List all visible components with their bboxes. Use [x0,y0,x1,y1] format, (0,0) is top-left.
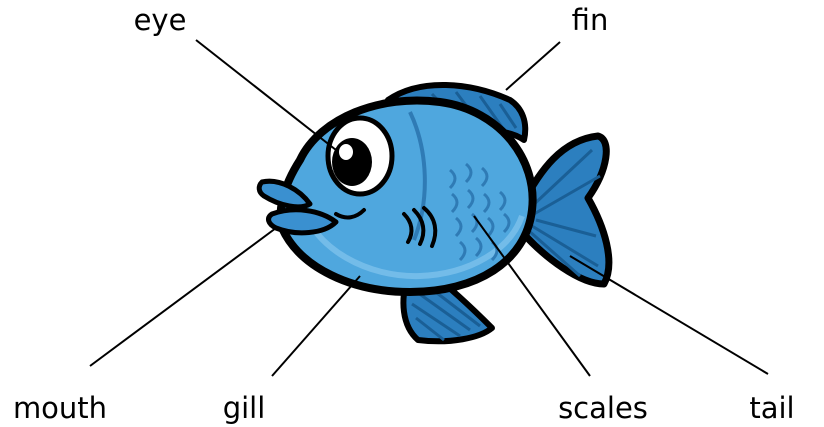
gill-leader-line [272,276,360,376]
body-shape [281,100,533,292]
label-scales: scales [558,391,648,425]
eye-shape [328,118,392,194]
label-tail: tail [749,391,794,425]
tail-leader-line [570,256,768,374]
fin-leader-line [506,42,560,90]
label-eye: eye [134,3,187,37]
label-gill: gill [223,391,266,425]
label-fin: fin [572,3,609,37]
fish-illustration [259,85,609,341]
eye-leader-line [196,40,336,150]
label-mouth: mouth [13,391,107,425]
mouth-leader-line [90,228,276,366]
